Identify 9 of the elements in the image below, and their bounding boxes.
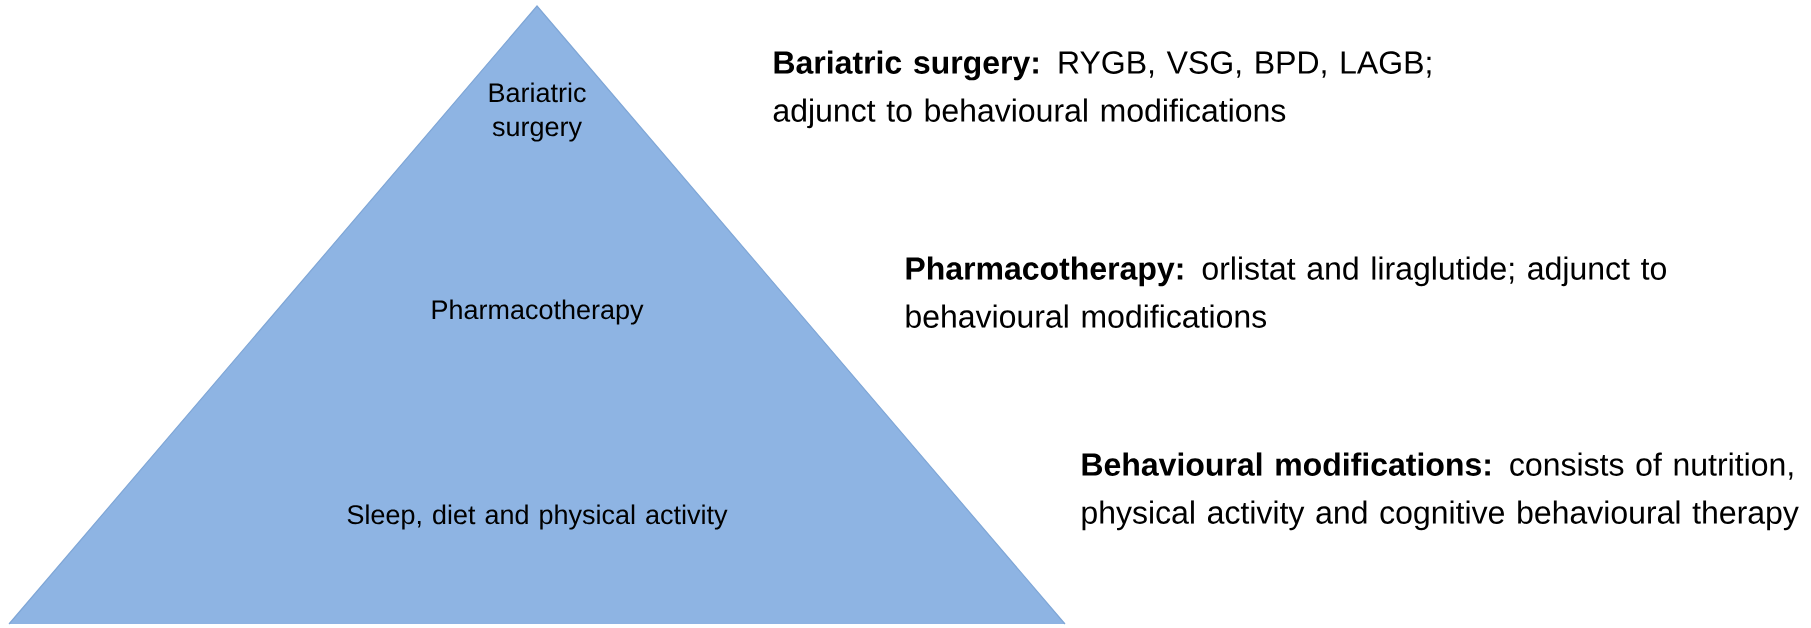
node-label: Pharmacotherapy bbox=[432, 299, 644, 325]
node-label: Sleep, diet and physical activity bbox=[347, 504, 728, 530]
pyramid-tier: Bariatric surgery bbox=[362, 6, 712, 210]
tier-description: Behavioural modifications: consists of nutrition, physical activity and cognitive behavioural therapy bbox=[1082, 452, 1799, 531]
pyramid-tier: Pharmacotherapy bbox=[190, 210, 884, 412]
pyramid-tier: Sleep, diet and physical activity bbox=[9, 412, 1065, 624]
node-label: Bariatric surgery bbox=[489, 82, 586, 142]
tier-description: Pharmacotherapy: orlistat and liraglutide; adjunct to behavioural modifications bbox=[906, 256, 1666, 328]
tier-description: Bariatric surgery: RYGB, VSG, BPD, LAGB; adjunct to behavioural modifications bbox=[773, 50, 1431, 129]
